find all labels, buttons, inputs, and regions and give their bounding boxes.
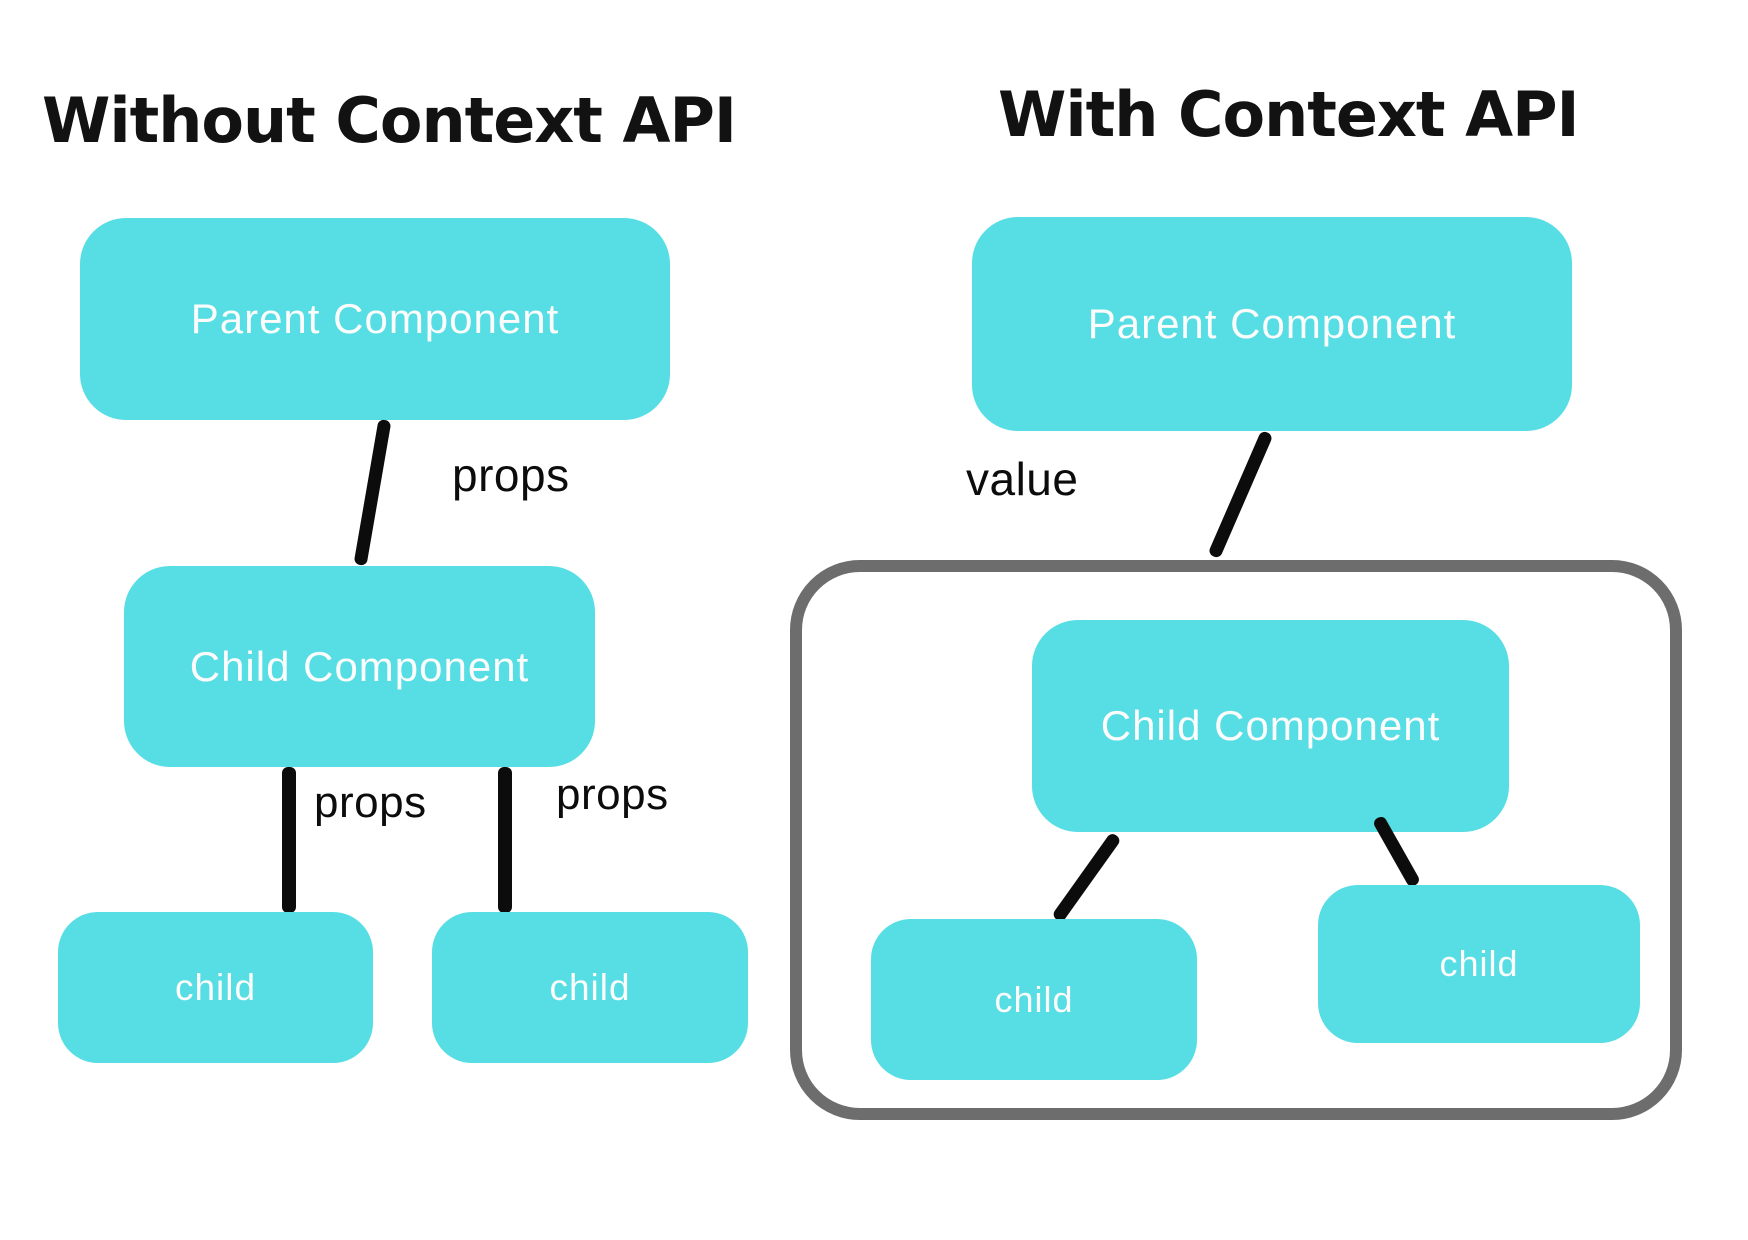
right-child-box-1: child (871, 919, 1197, 1080)
left-parent-component-label: Parent Component (190, 295, 560, 342)
connector-left-parent-to-child-component (353, 418, 392, 567)
edge-label-value: value (966, 453, 1079, 505)
left-child-box-1: child (58, 912, 373, 1063)
left-child-box-2: child (432, 912, 748, 1063)
left-child-2-label: child (549, 966, 631, 1008)
right-parent-component-label: Parent Component (1087, 300, 1457, 347)
right-child-1-label: child (994, 978, 1074, 1020)
connector-right-parent-to-provider (1207, 430, 1274, 559)
edge-label-props-3: props (556, 770, 669, 819)
right-child-component-box: Child Component (1032, 620, 1509, 832)
left-child-component-box: Child Component (124, 566, 595, 767)
right-parent-component-box: Parent Component (972, 217, 1572, 431)
edge-label-props-2: props (314, 778, 427, 827)
left-child-component-label: Child Component (189, 642, 530, 690)
context-provider-container (790, 560, 1682, 1120)
left-child-1-label: child (174, 966, 257, 1008)
right-child-box-2: child (1318, 885, 1640, 1043)
right-panel-title: With Context API (998, 78, 1580, 151)
right-child-2-label: child (1439, 943, 1519, 984)
connector-left-child-component-to-child-2 (498, 767, 512, 913)
right-child-component-label: Child Component (1100, 702, 1441, 749)
edge-label-props-1: props (452, 449, 570, 501)
left-parent-component-box: Parent Component (80, 218, 670, 420)
left-panel-title: Without Context API (42, 84, 737, 157)
connector-left-child-component-to-child-1 (282, 767, 296, 913)
